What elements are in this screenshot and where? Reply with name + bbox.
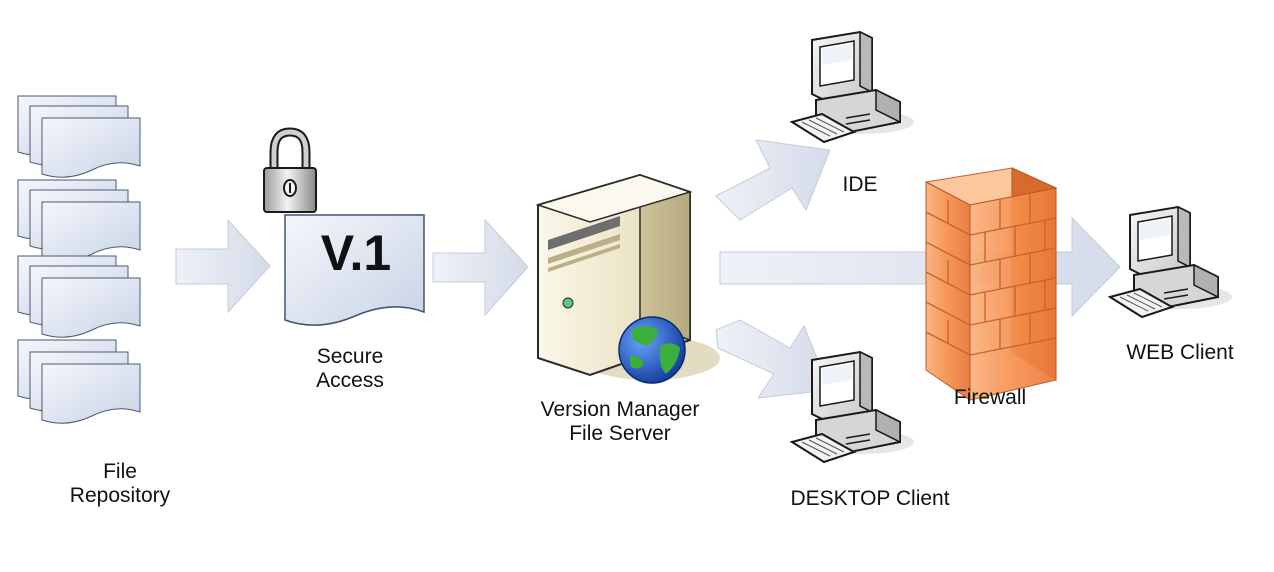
firewall-label: Firewall	[953, 386, 1027, 409]
file-server-line-1: Version Manager	[540, 398, 700, 421]
file-repository-line-2: Repository	[69, 484, 171, 507]
padlock-icon	[263, 127, 317, 213]
globe-icon	[618, 316, 686, 384]
secure-access-line-1: Secure	[316, 345, 384, 368]
ide-computer-icon	[791, 31, 915, 143]
secure-document-icon	[284, 214, 425, 326]
arrow-server-to-web	[719, 216, 1121, 318]
arrow-server-to-ide	[715, 139, 831, 221]
file-repository-line-1: File	[103, 460, 137, 483]
document-stack-icon	[17, 95, 141, 424]
desktop-client-label: DESKTOP Client	[790, 487, 950, 510]
file-server-line-2: File Server	[569, 422, 671, 445]
file-server-label: Version Manager File Server	[500, 398, 740, 446]
secure-access-label: Secure Access	[295, 345, 405, 393]
version-label: V.1	[320, 225, 392, 281]
firewall-icon	[924, 167, 1058, 401]
file-repository-label: File Repository	[60, 460, 180, 508]
web-computer-icon	[1109, 206, 1233, 318]
web-client-label: WEB Client	[1126, 341, 1234, 364]
arrow-secure-to-server	[432, 218, 529, 317]
ide-label: IDE	[842, 173, 878, 196]
arrow-repo-to-secure	[175, 218, 271, 314]
secure-access-line-2: Access	[316, 369, 384, 392]
